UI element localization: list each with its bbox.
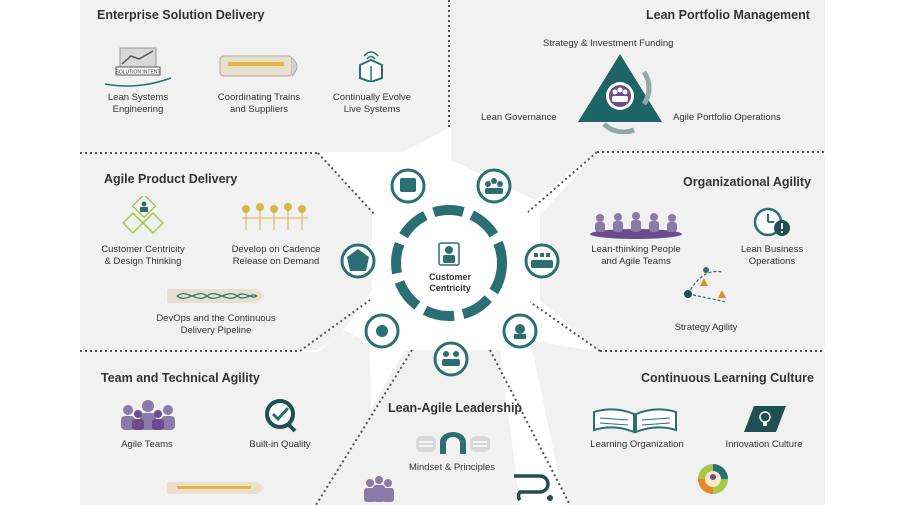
section-title-lean-portfolio-management: Lean Portfolio Management bbox=[646, 8, 810, 22]
lean-systems-engineering-icon: SOLUTION INTENT bbox=[104, 47, 172, 87]
item-strategy-agility: Strategy Agility bbox=[666, 322, 746, 334]
leadership-path-icon bbox=[514, 474, 553, 502]
section-title-organizational-agility: Organizational Agility bbox=[683, 175, 812, 189]
hub-lean-portfolio-icon bbox=[476, 168, 512, 204]
item-develop-on-cadence: Develop on Cadence Release on Demand bbox=[226, 244, 326, 268]
section-title-enterprise-solution-delivery: Enterprise Solution Delivery bbox=[97, 8, 265, 22]
item-lean-governance: Lean Governance bbox=[481, 112, 557, 123]
center-label-line2: Centricity bbox=[429, 283, 471, 293]
item-coordinating-trains: Coordinating Trains and Suppliers bbox=[210, 92, 308, 116]
continually-evolve-icon bbox=[359, 51, 383, 82]
section-title-continuous-learning-culture: Continuous Learning Culture bbox=[641, 371, 814, 385]
customer-centricity-icon bbox=[122, 196, 164, 234]
item-coordinating-trains-line1: Coordinating Trains bbox=[217, 92, 301, 103]
item-built-in-quality: Built-in Quality bbox=[249, 439, 311, 450]
item-strategy-agility-line1: Strategy Agility bbox=[674, 322, 738, 333]
item-lean-thinking-people: Lean-thinking People and Agile Teams bbox=[583, 244, 689, 268]
item-devops-pipeline: DevOps and the Continuous Delivery Pipel… bbox=[146, 313, 286, 337]
center-label: Customer Centricity bbox=[413, 272, 487, 294]
built-in-quality-icon bbox=[265, 399, 297, 433]
item-agile-teams: Agile Teams bbox=[121, 439, 173, 450]
innovation-culture-icon bbox=[744, 406, 786, 432]
item-continually-evolve-line2: Live Systems bbox=[343, 104, 401, 115]
strategy-agility-icon bbox=[684, 267, 727, 303]
item-lean-thinking-people-line1: Lean-thinking People bbox=[591, 244, 681, 255]
item-customer-centricity-line2: & Design Thinking bbox=[104, 256, 182, 267]
item-coordinating-trains-line2: and Suppliers bbox=[229, 104, 289, 115]
mindset-principles-icon bbox=[416, 432, 490, 454]
lean-business-operations-icon bbox=[753, 207, 790, 237]
item-continually-evolve: Continually Evolve Live Systems bbox=[326, 92, 418, 116]
item-learning-organization: Learning Organization bbox=[590, 439, 684, 450]
item-mindset-principles: Mindset & Principles bbox=[408, 462, 496, 473]
solution-intent-badge: SOLUTION INTENT bbox=[115, 70, 160, 76]
item-lean-systems-engineering: Lean Systems Engineering bbox=[93, 92, 183, 116]
item-lean-business-operations-line1: Lean Business bbox=[740, 244, 804, 255]
coordinating-trains-icon bbox=[219, 55, 298, 77]
item-customer-centricity-line1: Customer Centricity bbox=[101, 244, 185, 255]
item-lean-business-operations: Lean Business Operations bbox=[733, 244, 811, 268]
partial-pipeline-icon bbox=[167, 482, 265, 494]
item-lean-systems-engineering-line1: Lean Systems bbox=[107, 92, 169, 103]
section-title-agile-product-delivery: Agile Product Delivery bbox=[104, 172, 238, 186]
section-title-team-technical-agility: Team and Technical Agility bbox=[101, 371, 260, 385]
item-develop-on-cadence-line1: Develop on Cadence bbox=[231, 244, 321, 255]
section-title-lean-agile-leadership: Lean-Agile Leadership bbox=[388, 401, 523, 415]
develop-on-cadence-icon bbox=[242, 203, 308, 230]
item-customer-centricity-design-thinking: Customer Centricity & Design Thinking bbox=[96, 244, 190, 268]
item-lean-business-operations-line2: Operations bbox=[748, 256, 796, 267]
item-develop-on-cadence-line2: Release on Demand bbox=[232, 256, 320, 267]
item-devops-line1: DevOps and the Continuous bbox=[156, 313, 276, 324]
lean-portfolio-triangle-icon bbox=[578, 54, 662, 134]
center-label-line1: Customer bbox=[428, 272, 471, 282]
item-continually-evolve-line1: Continually Evolve bbox=[332, 92, 412, 103]
item-lean-thinking-people-line2: and Agile Teams bbox=[601, 256, 671, 267]
lean-thinking-people-icon bbox=[590, 212, 682, 239]
relentless-improvement-icon bbox=[698, 464, 728, 494]
item-agile-portfolio-operations: Agile Portfolio Operations bbox=[673, 112, 781, 123]
leadership-people-icon bbox=[364, 476, 394, 502]
item-devops-line2: Delivery Pipeline bbox=[180, 325, 252, 336]
agile-teams-icon bbox=[121, 400, 175, 430]
item-strategy-investment-funding: Strategy & Investment Funding bbox=[543, 38, 674, 49]
item-lean-systems-engineering-line2: Engineering bbox=[112, 104, 164, 115]
devops-pipeline-icon bbox=[167, 289, 265, 303]
item-innovation-culture: Innovation Culture bbox=[725, 439, 803, 450]
learning-organization-icon bbox=[593, 408, 677, 434]
